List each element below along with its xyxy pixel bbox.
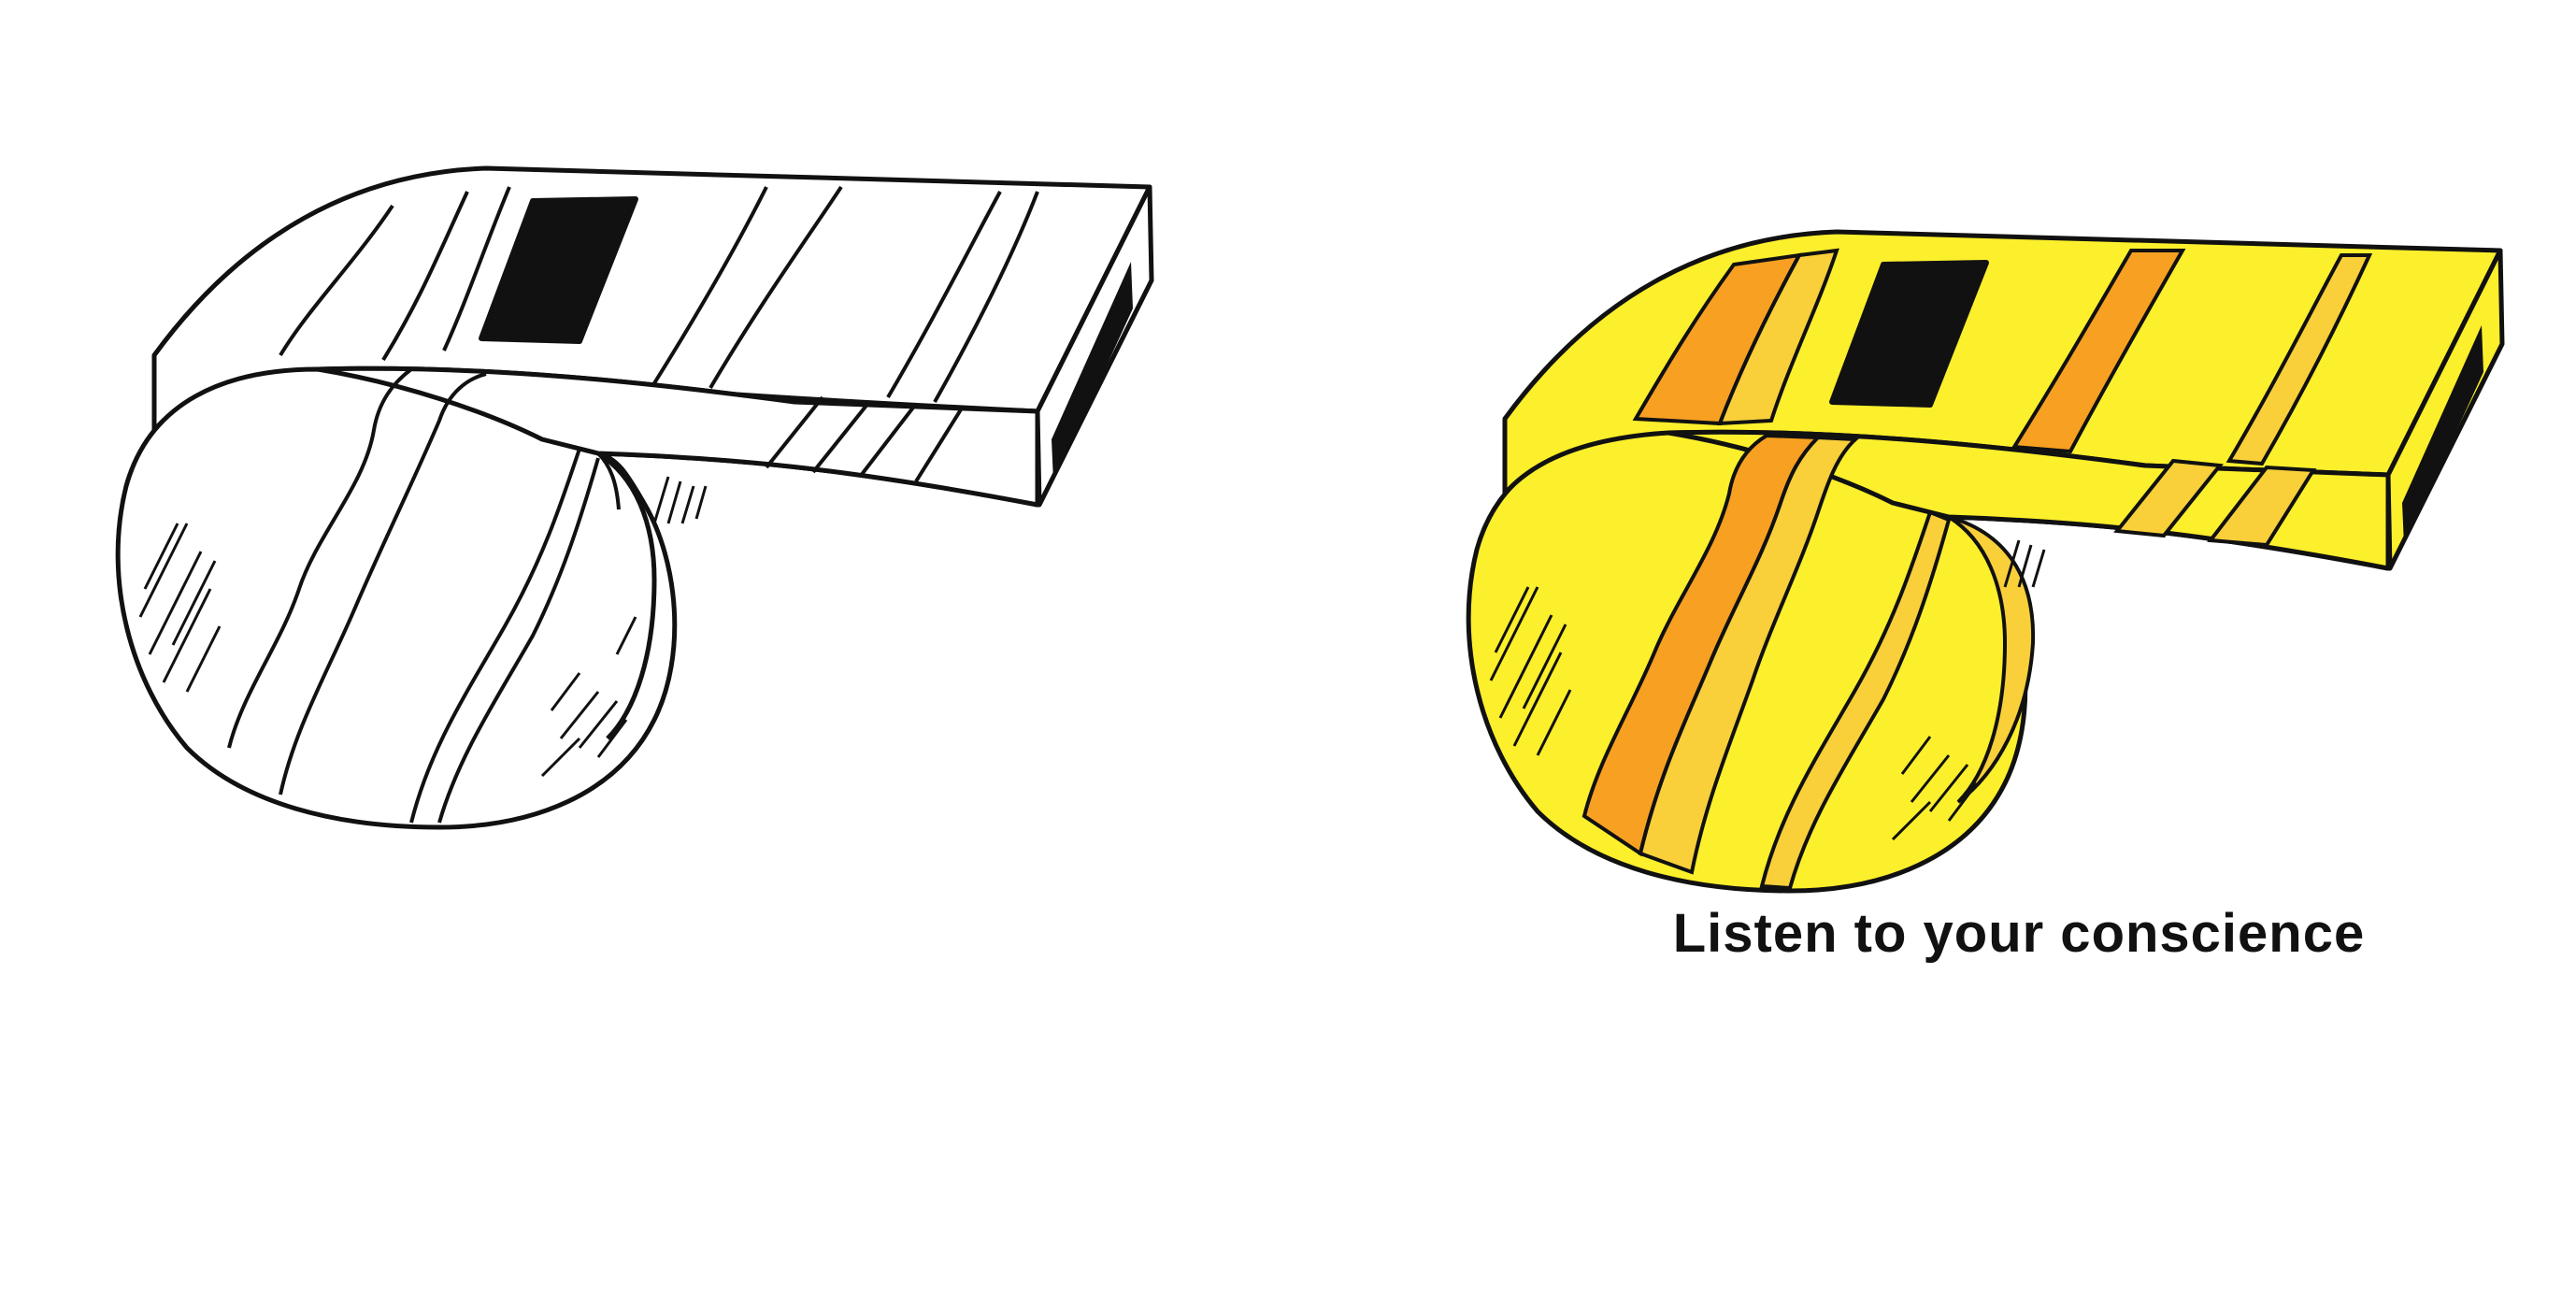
mouthpiece-opening xyxy=(1052,262,1133,481)
colored-whistle xyxy=(1466,229,2505,894)
mouthpiece-side xyxy=(315,366,1040,508)
whistle-slot xyxy=(1829,260,1989,408)
caption-text: Listen to your conscience xyxy=(1672,903,2366,964)
mouthpiece-opening xyxy=(2402,325,2483,545)
outline-whistle xyxy=(115,165,1154,830)
